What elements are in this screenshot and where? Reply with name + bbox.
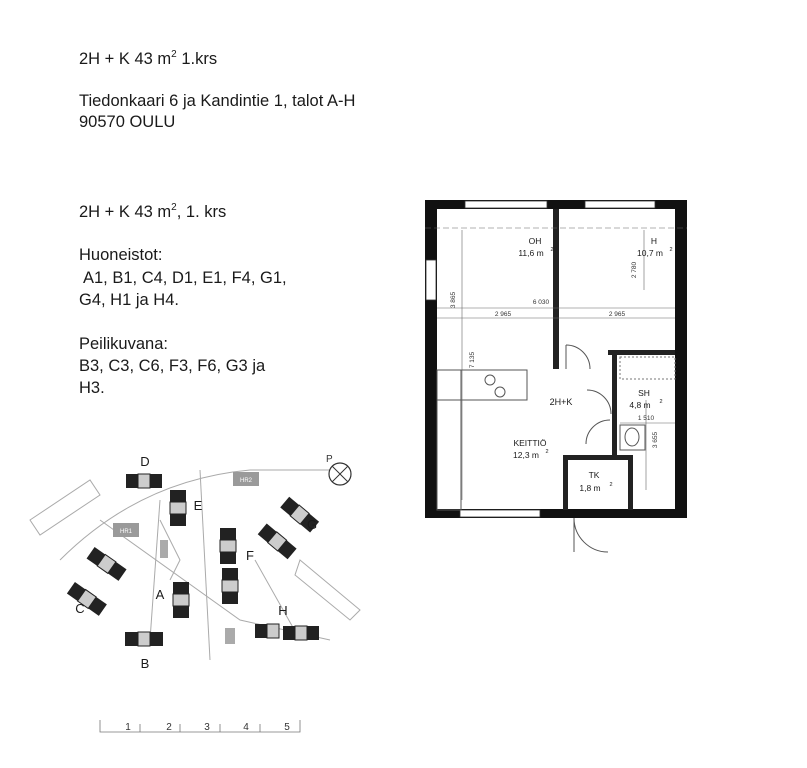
scale-label-2: 2 — [166, 722, 172, 733]
site-buildings — [66, 473, 320, 647]
building-f — [219, 528, 239, 604]
room-oh-area: 11,6 m — [518, 248, 543, 258]
room-sh-name: SH — [638, 388, 650, 398]
room-keittio-area: 12,3 m — [513, 450, 539, 460]
scale-label-3: 3 — [204, 722, 210, 733]
amenity-hr1-label: HR1 — [120, 529, 133, 535]
page-title: 2H + K 43 m2 1.krs — [79, 48, 218, 68]
room-tk-name: TK — [589, 470, 600, 480]
apartments-list-line-2: G4, H1 ja H4. — [79, 291, 179, 309]
building-label-g: G — [307, 517, 317, 532]
scale-label-5: 5 — [284, 722, 290, 733]
room-sh-area: 4,8 m — [629, 400, 650, 410]
building-h — [255, 623, 319, 641]
room-keittio-name: KEITTIÖ — [513, 438, 546, 448]
dim-left-width: 2 965 — [495, 311, 512, 318]
room-h-area-sup: 2 — [669, 247, 672, 253]
compass-north-label: P — [326, 454, 333, 465]
apartments-label: Huoneistot: — [79, 246, 163, 264]
amenity-hr2-label: HR2 — [240, 478, 253, 484]
dim-total-width: 6 030 — [533, 299, 550, 306]
dim-oh-depth: 3 865 — [450, 291, 457, 308]
building-label-b: B — [141, 656, 150, 671]
apartments-list-line-1: A1, B1, C4, D1, E1, F4, G1, — [83, 269, 287, 287]
building-e — [169, 490, 187, 526]
building-label-a: A — [156, 587, 165, 602]
building-b — [125, 631, 163, 647]
room-keittio-area-sup: 2 — [545, 449, 548, 455]
room-tk-area: 1,8 m — [579, 483, 600, 493]
compass-icon: P — [326, 454, 352, 486]
scale-label-4: 4 — [243, 722, 249, 733]
room-tk-area-sup: 2 — [609, 482, 612, 488]
floor-plan-walls — [425, 200, 687, 553]
building-label-c: C — [75, 601, 84, 616]
dim-sh-width: 1 510 — [638, 415, 655, 422]
dim-kitchen-depth: 7 135 — [469, 351, 476, 368]
room-sh-area-sup: 2 — [659, 399, 662, 405]
room-oh-name: OH — [529, 236, 542, 246]
address-line-1: Tiedonkaari 6 ja Kandintie 1, talot A-H — [79, 92, 356, 110]
building-c — [66, 546, 127, 616]
building-label-d: D — [140, 454, 149, 469]
dim-sh-depth: 3 655 — [652, 431, 659, 448]
apartment-type-title: 2H + K 43 m2, 1. krs — [79, 201, 227, 221]
scale-label-1: 1 — [125, 722, 131, 733]
dim-right-width: 2 965 — [609, 311, 626, 318]
dim-h-depth: 2 780 — [631, 261, 638, 278]
building-d — [126, 473, 162, 489]
mirror-label: Peilikuvana: — [79, 335, 168, 353]
room-h-area: 10,7 m — [637, 248, 663, 258]
building-a — [172, 582, 190, 618]
site-amenities — [113, 472, 259, 644]
building-label-e: E — [194, 498, 203, 513]
room-h-name: H — [651, 236, 657, 246]
building-label-h: H — [278, 603, 287, 618]
room-oh-area-sup: 2 — [550, 247, 553, 253]
address-line-2: 90570 OULU — [79, 113, 176, 131]
building-g — [257, 496, 320, 560]
mirror-list-line-1: B3, C3, C6, F3, F6, G3 ja — [79, 357, 266, 375]
building-label-f: F — [246, 548, 254, 563]
apartment-type-label: 2H+K — [550, 397, 573, 407]
mirror-list-line-2: H3. — [79, 379, 105, 397]
